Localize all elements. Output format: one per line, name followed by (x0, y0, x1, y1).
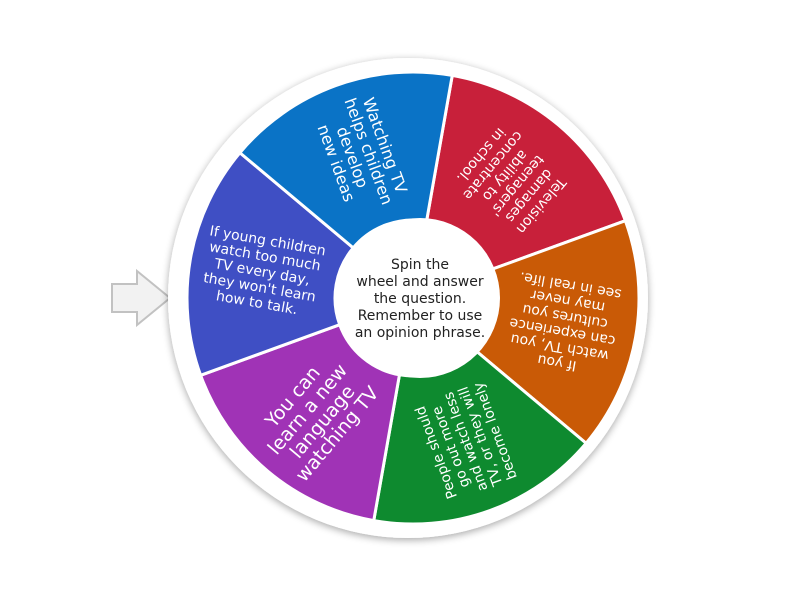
center-instruction-line: Remember to use (358, 308, 483, 324)
wheel-segment-label: Televisiondamagesteenagers'ability tocon… (447, 118, 573, 243)
pointer-arrow-icon (111, 268, 172, 328)
wheel-segment (185, 150, 356, 378)
center-instruction-line: an opinion phrase. (355, 325, 485, 341)
wheel-segment-label-line: If you (536, 351, 577, 374)
center-instruction-line: wheel and answer (356, 274, 483, 290)
wheel-segment (237, 70, 454, 250)
center-instruction-line: the question. (374, 291, 466, 307)
center-hub[interactable] (340, 218, 500, 378)
wheel-segment (198, 322, 402, 523)
wheel-segment-label: If youwatch TV, youcan experienceculture… (503, 268, 625, 380)
center-instruction-line: Spin the (391, 257, 449, 273)
